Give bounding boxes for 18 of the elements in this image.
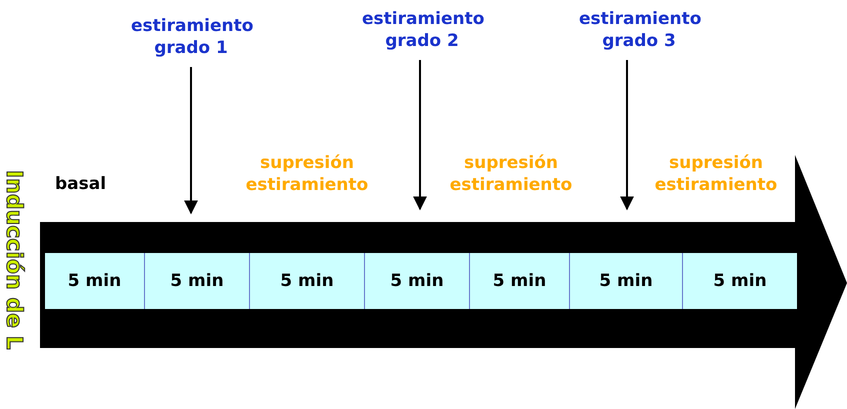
phase-label: basal (55, 173, 108, 195)
time-interval-cell: 5 min (45, 253, 145, 309)
phase-label: supresión estiramiento (654, 152, 778, 196)
time-interval-cell: 5 min (365, 253, 470, 309)
time-interval-cell: 5 min (683, 253, 797, 309)
time-interval-cell: 5 min (145, 253, 250, 309)
arrow (413, 60, 427, 210)
time-interval-cell: 5 min (250, 253, 365, 309)
phase-label: supresión estiramiento (448, 152, 574, 196)
arrow (620, 60, 634, 210)
time-interval-cell: 5 min (470, 253, 570, 309)
arrow (184, 67, 198, 214)
vertical-title: Inducción de L (0, 170, 27, 352)
stimulus-label: estiramiento grado 1 (131, 15, 251, 59)
time-interval-cell: 5 min (570, 253, 683, 309)
stimulus-label: estiramiento grado 2 (362, 8, 482, 52)
phase-label: supresión estiramiento (244, 152, 370, 196)
stimulus-label: estiramiento grado 3 (579, 8, 699, 52)
